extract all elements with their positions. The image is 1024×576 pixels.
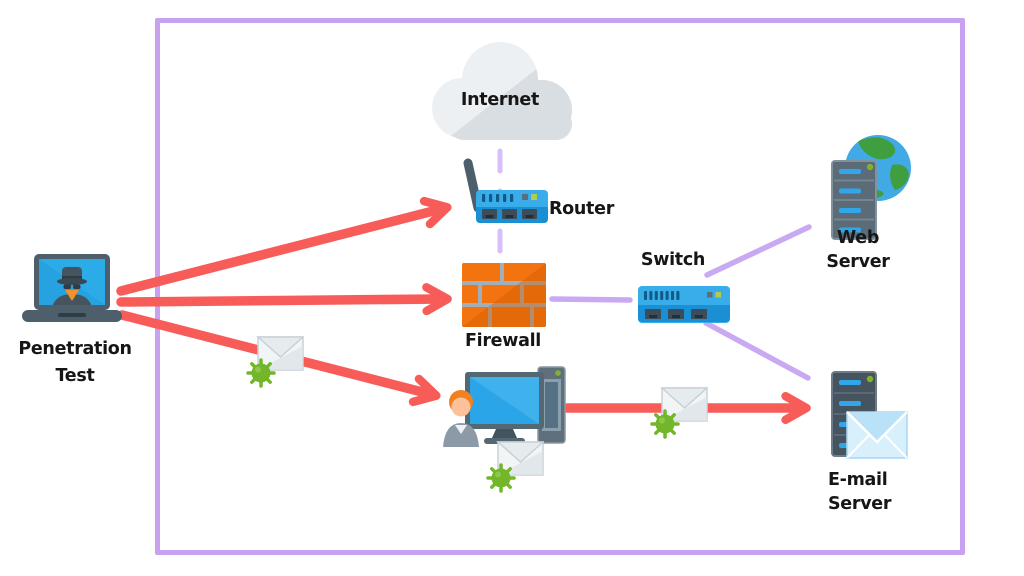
router-label: Router — [549, 199, 615, 219]
wifi-router-icon — [463, 158, 548, 223]
virus-envelope-icon — [650, 387, 708, 439]
penetration-test-label: Penetration Test — [18, 339, 132, 387]
virus-envelope-icon — [486, 441, 544, 493]
connection-switch-web-server — [704, 224, 812, 278]
status-led — [531, 194, 537, 200]
status-led — [715, 292, 721, 298]
attack-arrow-firewall — [116, 283, 452, 316]
status-led — [866, 375, 874, 383]
internet-label: Internet — [460, 90, 540, 110]
connection-switch-email-server — [703, 320, 811, 381]
envelope-icon — [846, 411, 908, 459]
monitor-icon — [465, 372, 544, 444]
connection-firewall-switch — [549, 296, 633, 303]
web-server-label: Web Server — [826, 228, 890, 273]
tower — [537, 366, 566, 444]
brick-wall-icon — [462, 263, 546, 327]
server-globe-icon — [831, 135, 911, 240]
attack-arrow-router — [116, 196, 452, 296]
server-envelope-icon — [831, 371, 908, 459]
status-led — [555, 370, 561, 376]
switch-label: Switch — [640, 250, 706, 270]
status-led — [866, 163, 874, 171]
email-server-label: E-mail Server — [828, 470, 892, 515]
network-switch-icon — [638, 286, 730, 323]
laptop-hacker-icon — [22, 254, 122, 322]
user-desktop-icon — [443, 366, 566, 447]
firewall-label: Firewall — [464, 331, 542, 351]
spy-icon — [52, 267, 92, 305]
cloud-icon — [432, 42, 572, 140]
user-avatar — [443, 390, 479, 447]
virus-envelope-icon — [246, 336, 304, 388]
